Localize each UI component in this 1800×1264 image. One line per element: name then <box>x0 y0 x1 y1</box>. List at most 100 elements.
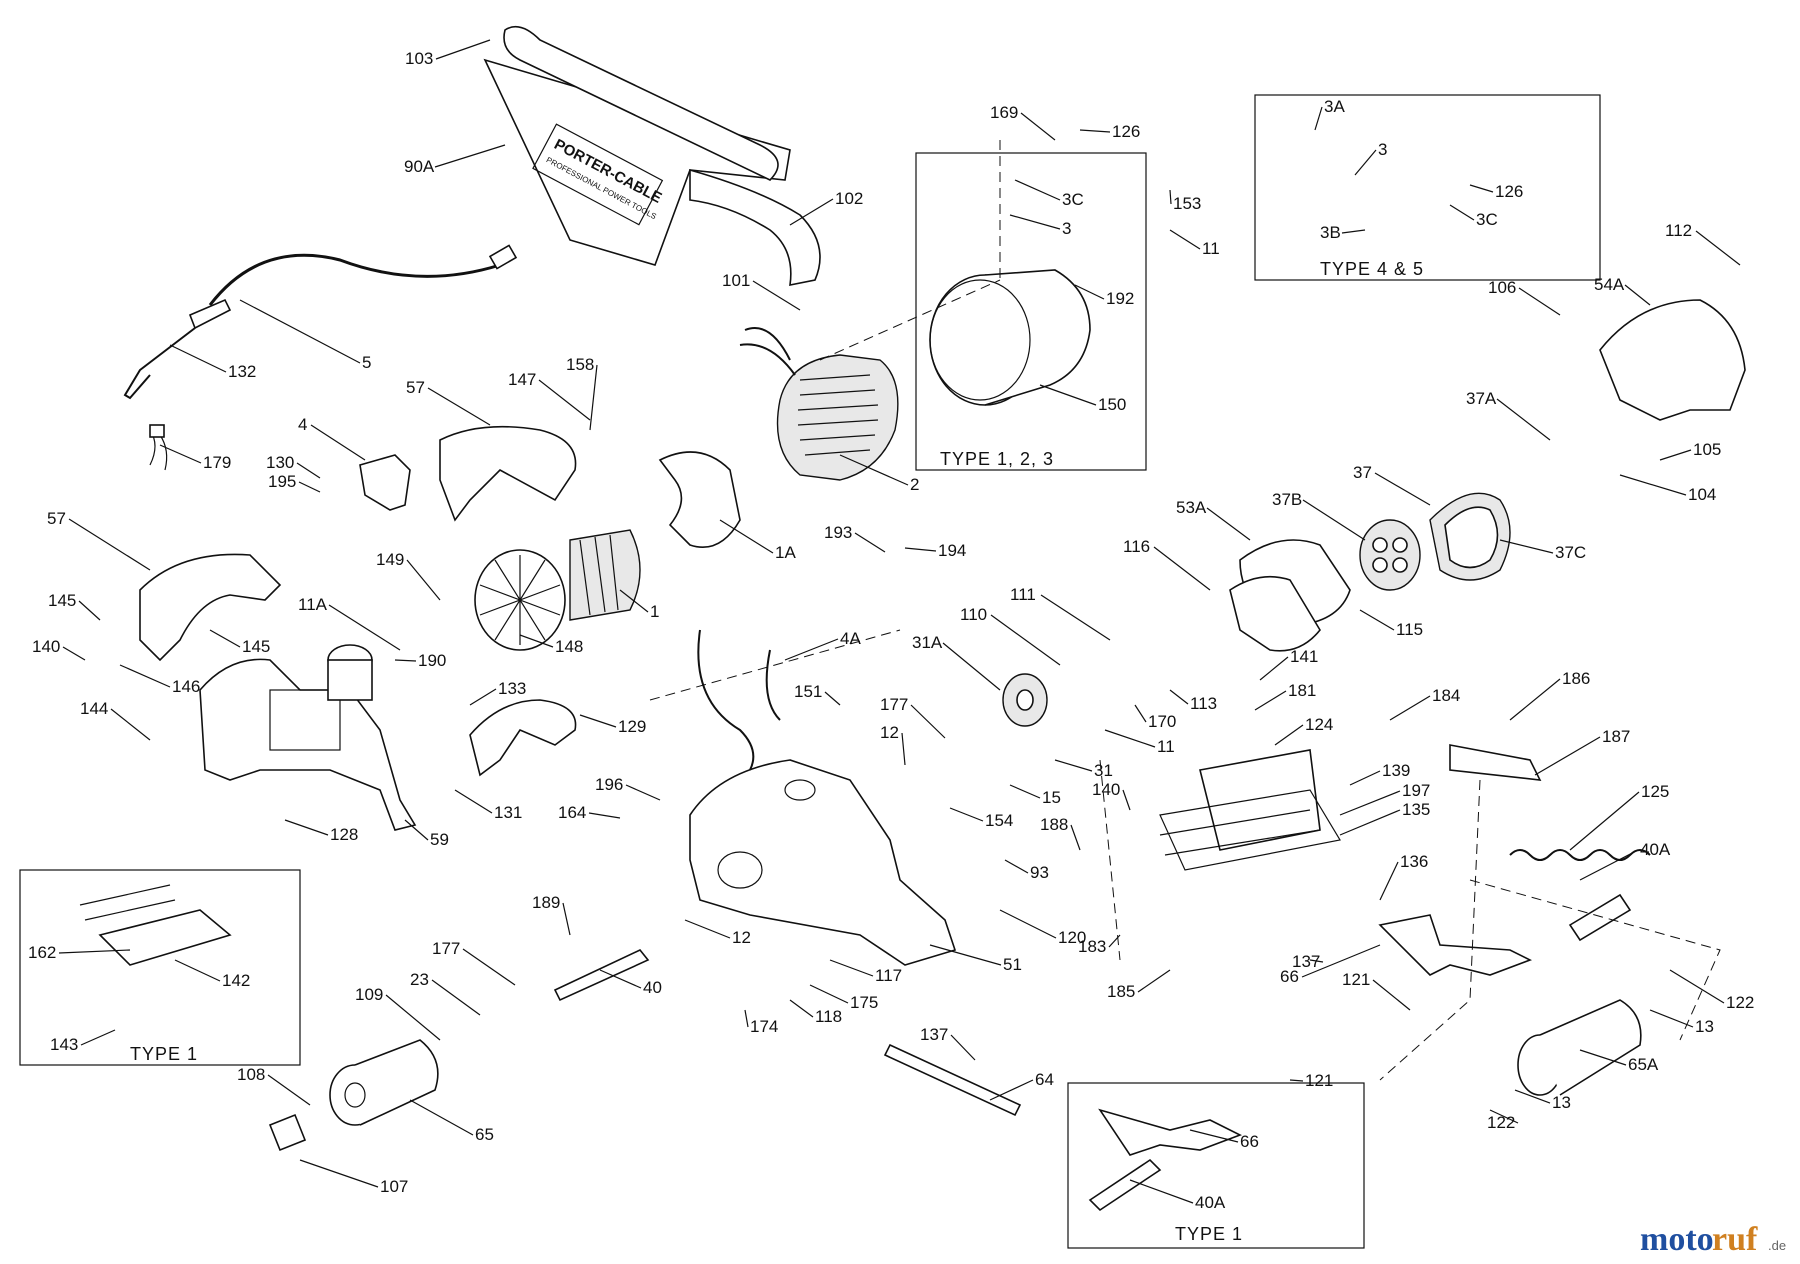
part-callout-c90A: 90A <box>404 157 435 176</box>
part-callout-c57b: 57 <box>47 509 66 528</box>
part-callout-c170: 170 <box>1148 712 1176 731</box>
part-callout-c116: 116 <box>1123 537 1150 556</box>
part-callout-c5: 5 <box>362 353 371 372</box>
type1-box-left <box>19 869 301 1066</box>
dust-bag: PORTER-CABLE PROFESSIONAL POWER TOOLS <box>483 25 821 287</box>
part-callout-c132: 132 <box>228 362 256 381</box>
belt-inner <box>1444 506 1499 569</box>
part-callout-c37B: 37B <box>1272 490 1302 509</box>
part-callout-c3B: 3B <box>1320 223 1341 242</box>
leader-line-c31 <box>1054 759 1093 772</box>
part-callout-c139: 139 <box>1382 761 1410 780</box>
part-callout-c117: 117 <box>875 966 902 985</box>
main-frame <box>689 759 957 966</box>
shaft-40A <box>1568 893 1632 942</box>
part-callout-c53A: 53A <box>1176 498 1207 517</box>
side-cover <box>1599 299 1746 421</box>
part-callout-c169: 169 <box>990 103 1018 122</box>
part-callout-c112: 112 <box>1665 221 1692 240</box>
part-callout-c107: 107 <box>380 1177 408 1196</box>
part-callout-c13a: 13 <box>1695 1017 1714 1036</box>
type1-box-right <box>1067 1082 1365 1249</box>
leader-line-c104 <box>1619 474 1687 496</box>
leader-line-c143 <box>80 1029 116 1046</box>
leader-line-c128 <box>284 819 329 836</box>
tension-lever <box>1449 744 1542 781</box>
part-callout-c122b: 122 <box>1487 1113 1515 1132</box>
leader-line-c177a <box>910 704 946 739</box>
leader-line-c102 <box>789 198 834 226</box>
part-callout-c128: 128 <box>330 825 358 844</box>
handle-upper <box>439 425 577 522</box>
part-callout-c111: 111 <box>1010 585 1036 604</box>
part-callout-c145b: 145 <box>242 637 270 656</box>
part-callout-c189: 189 <box>532 893 560 912</box>
leader-line-c13b <box>1514 1089 1551 1104</box>
leader-line-c4A <box>784 638 839 661</box>
watermark-part2: ruf <box>1712 1221 1758 1258</box>
part-callout-c153: 153 <box>1173 194 1201 213</box>
part-callout-c140a: 140 <box>32 637 60 656</box>
leader-line-c110 <box>990 614 1061 666</box>
leader-line-c111 <box>1040 594 1111 641</box>
part-callout-c113: 113 <box>1190 694 1217 713</box>
leader-line-c65 <box>409 1099 474 1136</box>
part-callout-c1: 1 <box>650 602 659 621</box>
motor-housing <box>929 269 1091 406</box>
part-callout-c12a: 12 <box>880 723 899 742</box>
part-callout-c65A: 65A <box>1628 1055 1659 1074</box>
leader-line-c131 <box>454 789 493 814</box>
leader-line-c137b <box>950 1034 976 1061</box>
part-callout-c109: 109 <box>355 985 383 1004</box>
switch <box>359 454 411 511</box>
part-callout-c148: 148 <box>555 637 583 656</box>
part-callout-c115: 115 <box>1396 620 1423 639</box>
type45-caption: TYPE 4 & 5 <box>1320 259 1424 279</box>
part-callout-c125: 125 <box>1641 782 1669 801</box>
part-callout-c193: 193 <box>824 523 852 542</box>
part-callout-c3Ca: 3C <box>1062 190 1084 209</box>
part-callout-c51: 51 <box>1003 955 1022 974</box>
type123-box <box>915 152 1147 471</box>
type1-caption-right: TYPE 1 <box>1175 1224 1243 1244</box>
part-callout-c11b: 11 <box>1157 737 1175 756</box>
rear-housing <box>199 644 417 831</box>
leader-line-c2 <box>839 454 909 486</box>
leader-line-c147 <box>538 379 591 421</box>
part-callout-c151: 151 <box>794 682 822 701</box>
platen-frame <box>1199 749 1321 851</box>
part-callout-c162: 162 <box>28 943 56 962</box>
leader-line-c185 <box>1137 969 1171 993</box>
type123-caption: TYPE 1, 2, 3 <box>940 449 1054 469</box>
part-callout-c106: 106 <box>1488 278 1516 297</box>
part-callout-c154: 154 <box>985 811 1013 830</box>
part-callout-c131: 131 <box>494 803 522 822</box>
leader-line-c179 <box>159 444 202 464</box>
leader-line-c184 <box>1389 695 1431 721</box>
leader-line-c116 <box>1153 546 1211 591</box>
part-callout-c66a: 66 <box>1280 967 1299 986</box>
leader-line-c105 <box>1659 449 1692 461</box>
part-callout-c185: 185 <box>1107 982 1135 1001</box>
leader-line-c57b <box>68 518 151 571</box>
leader-line-c174 <box>744 1009 749 1028</box>
leader-line-c115 <box>1359 609 1395 631</box>
part-callout-c1A: 1A <box>775 543 796 562</box>
leader-line-c66b <box>1189 1129 1239 1143</box>
leader-line-c12a <box>901 732 906 766</box>
gasket <box>1229 575 1321 652</box>
gear-31A <box>1002 673 1048 727</box>
part-callout-c149: 149 <box>376 550 404 569</box>
part-callout-c186: 186 <box>1562 669 1590 688</box>
part-callout-c126a: 126 <box>1112 122 1140 141</box>
part-callout-c12b: 12 <box>732 928 751 947</box>
leader-line-c113 <box>1169 689 1189 705</box>
leader-line-c15 <box>1009 784 1041 799</box>
part-callout-c144: 144 <box>80 699 108 718</box>
watermark-part3: .de <box>1768 1238 1786 1253</box>
leader-line-c106 <box>1518 287 1561 316</box>
part-callout-c65: 65 <box>475 1125 494 1144</box>
part-callout-c40: 40 <box>643 978 662 997</box>
leader-line-c188 <box>1070 824 1081 851</box>
leader-line-c3a <box>1009 214 1061 230</box>
